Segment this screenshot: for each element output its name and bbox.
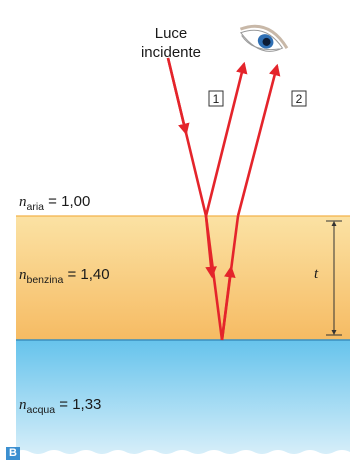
water-layer (16, 340, 350, 454)
figure-tag: B (6, 447, 20, 460)
incident-ray-arrow (166, 57, 190, 136)
incident-light-label-line1: Luce (155, 25, 188, 42)
n-gasoline-label: nbenzina = 1,40 (19, 266, 110, 286)
gasoline-layer (16, 216, 350, 340)
ray-label-2: 2 (291, 90, 307, 107)
svg-text:1: 1 (213, 92, 220, 106)
n-water-label: nacqua = 1,33 (19, 396, 101, 416)
eye-icon (239, 24, 289, 52)
reflected-ray-up-arrow (220, 265, 236, 341)
n-air-label: naria = 1,00 (19, 193, 90, 213)
svg-text:2: 2 (296, 92, 303, 106)
emerging-ray-2 (236, 63, 281, 217)
reflected-ray-1 (204, 61, 248, 217)
incident-light-label-line2: incidente (141, 44, 201, 61)
thickness-label: t (314, 266, 319, 282)
ray-label-1: 1 (208, 90, 224, 107)
refracted-ray-down-arrow (204, 215, 217, 279)
